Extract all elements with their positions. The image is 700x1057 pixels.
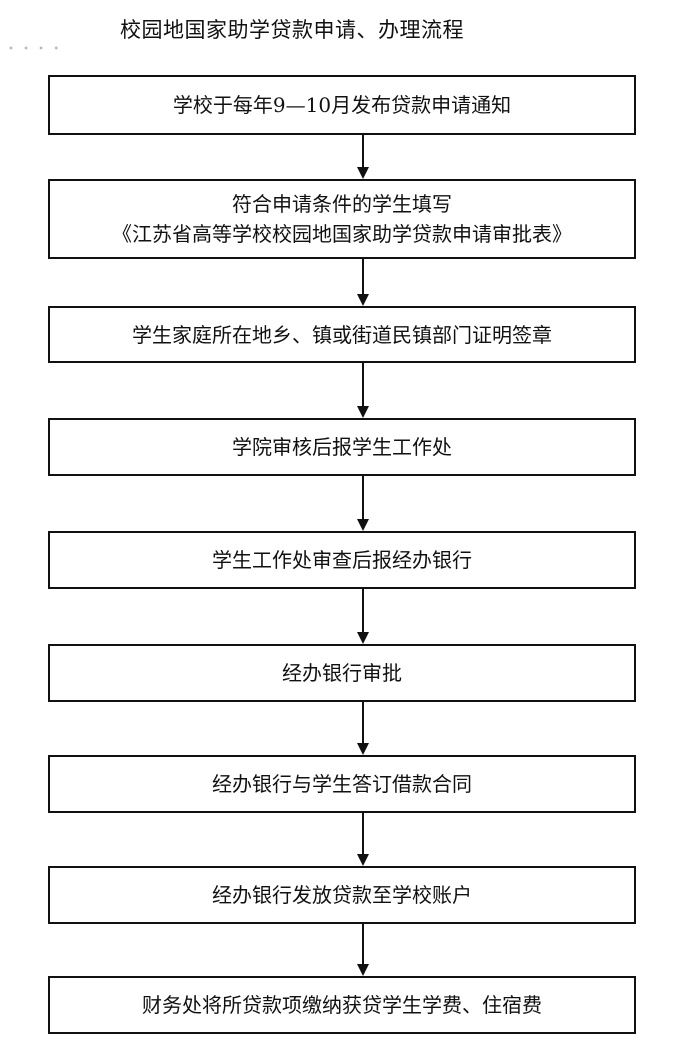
step-7-text: 经办银行与学生答订借款合同	[212, 772, 472, 796]
flow-arrow-1	[357, 135, 369, 179]
flow-step-2: 符合申请条件的学生填写 《江苏省高等学校校园地国家助学贷款申请审批表》	[48, 179, 636, 259]
step-2-text-line-2: 《江苏省高等学校校园地国家助学贷款申请审批表》	[112, 222, 572, 246]
step-2-text-line-1: 符合申请条件的学生填写	[232, 192, 452, 216]
flow-step-7: 经办银行与学生答订借款合同	[48, 755, 636, 813]
step-8-text: 经办银行发放贷款至学校账户	[212, 883, 472, 907]
step-5-text: 学生工作处审查后报经办银行	[212, 548, 472, 572]
flow-arrow-8	[357, 924, 369, 976]
step-9-text: 财务处将所贷款项缴纳获贷学生学费、住宿费	[142, 993, 542, 1017]
step-4-text: 学院审核后报学生工作处	[232, 435, 452, 459]
flow-arrow-2	[357, 259, 369, 306]
step-1-text: 学校于每年9—10月发布贷款申请通知	[172, 93, 512, 117]
decorative-dots: • • • •	[8, 44, 63, 55]
flow-arrow-5	[357, 589, 369, 644]
step-3-text: 学生家庭所在地乡、镇或街道民镇部门证明签章	[132, 322, 552, 347]
flow-step-5: 学生工作处审查后报经办银行	[48, 531, 636, 589]
flow-step-9: 财务处将所贷款项缴纳获贷学生学费、住宿费	[48, 976, 636, 1034]
flow-step-6: 经办银行审批	[48, 644, 636, 702]
flow-arrow-3	[357, 363, 369, 418]
flow-step-1: 学校于每年9—10月发布贷款申请通知	[48, 75, 636, 135]
flow-step-3: 学生家庭所在地乡、镇或街道民镇部门证明签章	[48, 306, 636, 363]
step-6-text: 经办银行审批	[282, 661, 402, 685]
diagram-title: 校园地国家助学贷款申请、办理流程	[120, 18, 464, 42]
flow-step-8: 经办银行发放贷款至学校账户	[48, 866, 636, 924]
flow-step-4: 学院审核后报学生工作处	[48, 418, 636, 476]
flow-arrow-6	[357, 702, 369, 755]
flow-arrow-4	[357, 476, 369, 531]
flow-arrow-7	[357, 813, 369, 866]
